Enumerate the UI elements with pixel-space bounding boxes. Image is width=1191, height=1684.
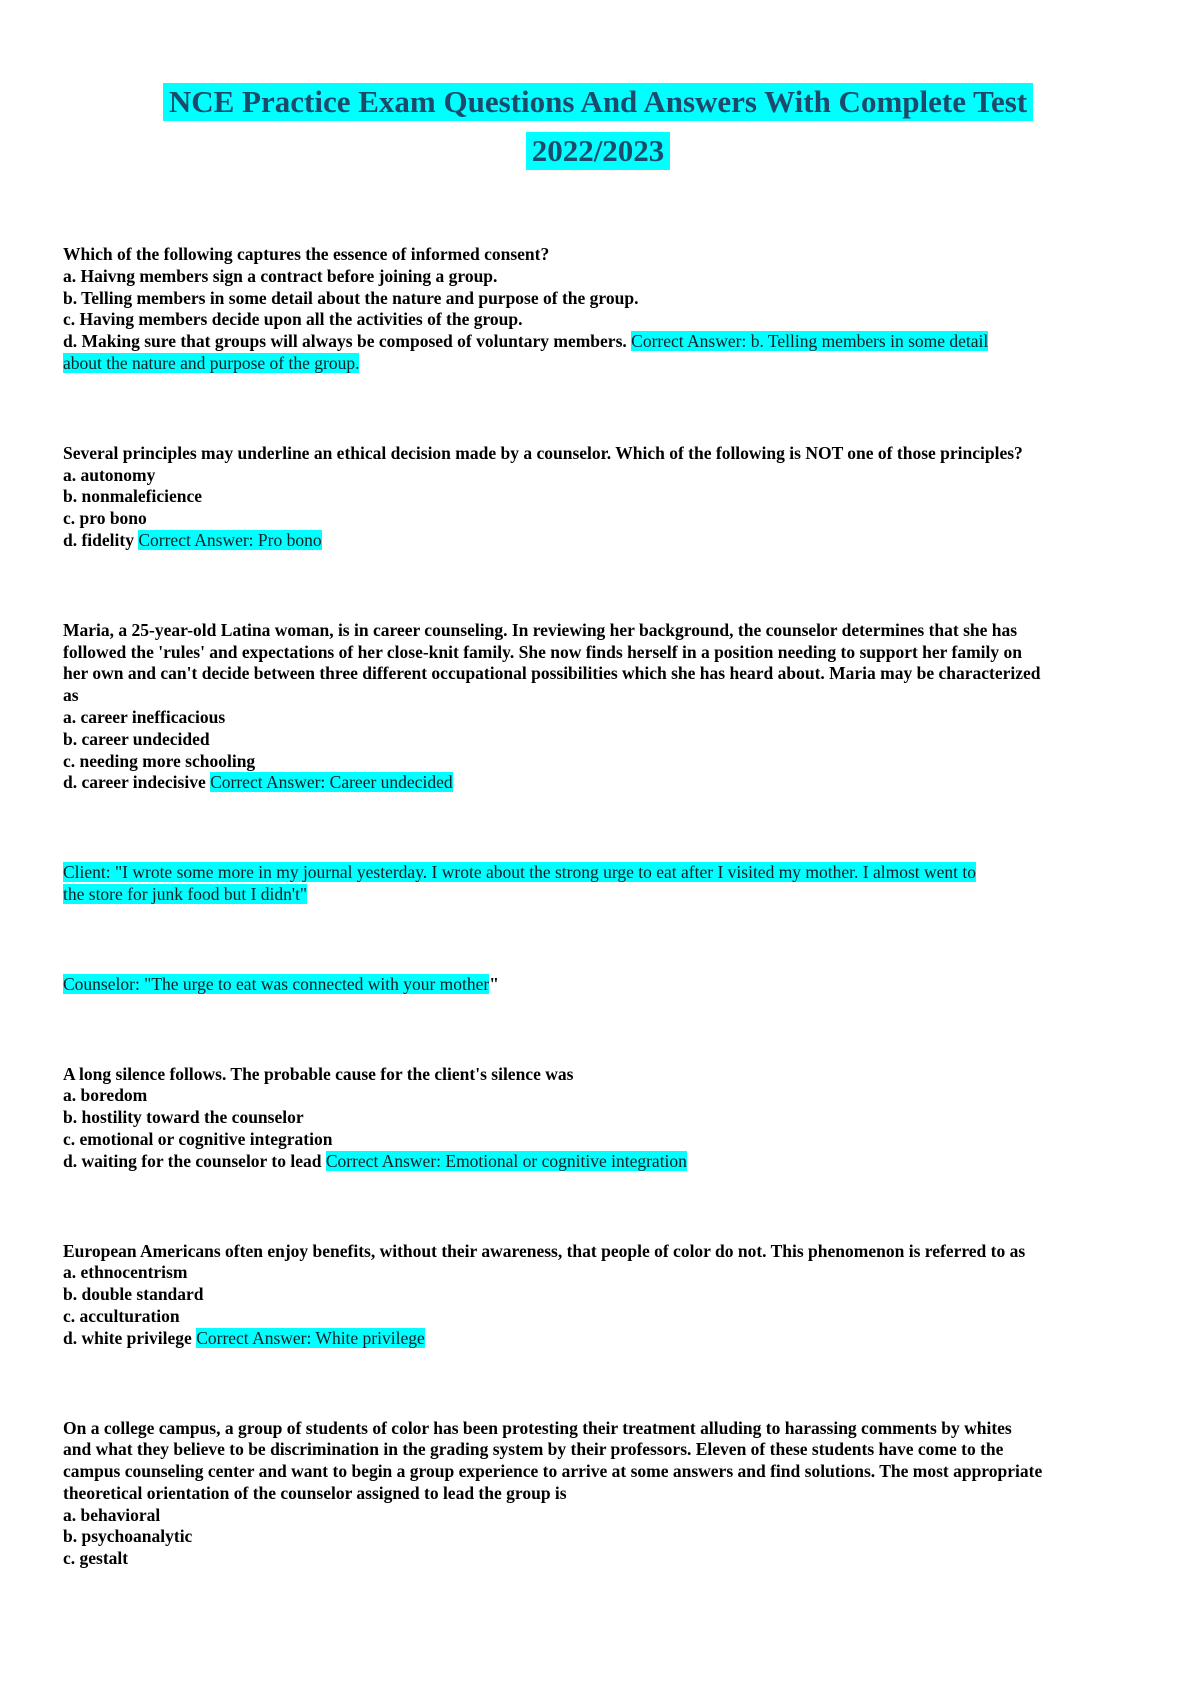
question-line: Client: "I wrote some more in my journal… (63, 862, 1133, 884)
questions: Which of the following captures the esse… (63, 244, 1133, 1570)
question-line: c. needing more schooling (63, 751, 1133, 773)
question-line: c. gestalt (63, 1548, 1133, 1570)
question-text: c. needing more schooling (63, 750, 256, 771)
question-text: European Americans often enjoy benefits,… (63, 1240, 1026, 1261)
question-line: Counselor: "The urge to eat was connecte… (63, 973, 1133, 996)
question-line: her own and can't decide between three d… (63, 663, 1133, 685)
question-line: a. autonomy (63, 465, 1133, 487)
question-line: c. emotional or cognitive integration (63, 1129, 1133, 1151)
document-title-text-1: NCE Practice Exam Questions And Answers … (162, 83, 1034, 121)
question-line: d. white privilege Correct Answer: White… (63, 1327, 1133, 1350)
question-line: a. behavioral (63, 1505, 1133, 1527)
question-text: a. behavioral (63, 1504, 161, 1525)
question-line: b. Telling members in some detail about … (63, 288, 1133, 310)
correct-answer-highlight: about the nature and purpose of the grou… (63, 352, 360, 373)
question-text: a. ethnocentrism (63, 1262, 188, 1283)
question-line: On a college campus, a group of students… (63, 1418, 1133, 1440)
question-line: d. fidelity Correct Answer: Pro bono (63, 529, 1133, 552)
correct-answer-highlight: Client: "I wrote some more in my journal… (63, 862, 977, 883)
question-text: b. psychoanalytic (63, 1526, 193, 1547)
question-text: c. emotional or cognitive integration (63, 1128, 333, 1149)
question-block-5: Counselor: "The urge to eat was connecte… (63, 973, 1133, 996)
question-text: Which of the following captures the esse… (63, 244, 550, 264)
question-text: c. acculturation (63, 1305, 180, 1326)
question-text: b. career undecided (63, 728, 210, 749)
question-text: a. career inefficacious (63, 706, 226, 727)
correct-answer-highlight: Correct Answer: b. Telling members in so… (631, 331, 989, 352)
question-text: d. Making sure that groups will always b… (63, 331, 632, 352)
question-text: A long silence follows. The probable cau… (63, 1063, 574, 1084)
question-text: followed the 'rules' and expectations of… (63, 641, 1022, 662)
question-text: a. boredom (63, 1085, 148, 1106)
document-title-line-2: 2022/2023 (63, 129, 1133, 178)
question-block-8: On a college campus, a group of students… (63, 1418, 1133, 1571)
question-line: the store for junk food but I didn't" (63, 883, 1133, 906)
question-text: as (63, 685, 79, 706)
question-line: b. double standard (63, 1284, 1133, 1306)
question-text: and what they believe to be discriminati… (63, 1439, 1004, 1460)
question-line: as (63, 685, 1133, 707)
question-line: b. hostility toward the counselor (63, 1107, 1133, 1129)
question-line: d. waiting for the counselor to lead Cor… (63, 1150, 1133, 1173)
question-line: d. Making sure that groups will always b… (63, 331, 1133, 353)
correct-answer-highlight: Correct Answer: Pro bono (138, 529, 322, 550)
document-title-line-1: NCE Practice Exam Questions And Answers … (63, 80, 1133, 129)
question-line: b. nonmaleficience (63, 486, 1133, 508)
question-text: c. Having members decide upon all the ac… (63, 309, 523, 330)
question-text: b. nonmaleficience (63, 486, 203, 507)
question-block-7: European Americans often enjoy benefits,… (63, 1241, 1133, 1350)
correct-answer-highlight: Correct Answer: Career undecided (210, 772, 453, 793)
correct-answer-highlight: Counselor: "The urge to eat was connecte… (63, 973, 490, 994)
question-line: and what they believe to be discriminati… (63, 1439, 1133, 1461)
document-title-text-2: 2022/2023 (525, 132, 671, 170)
question-block-4: Client: "I wrote some more in my journal… (63, 862, 1133, 906)
question-line: a. career inefficacious (63, 707, 1133, 729)
question-text: On a college campus, a group of students… (63, 1417, 1012, 1438)
question-text: Several principles may underline an ethi… (63, 442, 1023, 463)
question-line: c. acculturation (63, 1306, 1133, 1328)
question-text: b. hostility toward the counselor (63, 1107, 304, 1128)
question-line: campus counseling center and want to beg… (63, 1461, 1133, 1483)
question-line: about the nature and purpose of the grou… (63, 352, 1133, 375)
question-line: Which of the following captures the esse… (63, 244, 1133, 266)
question-text: a. autonomy (63, 464, 156, 485)
document-title: NCE Practice Exam Questions And Answers … (63, 80, 1133, 178)
question-line: A long silence follows. The probable cau… (63, 1064, 1133, 1086)
document-content: NCE Practice Exam Questions And Answers … (63, 80, 1133, 1570)
question-text: d. fidelity (63, 529, 139, 550)
question-text: campus counseling center and want to beg… (63, 1461, 1043, 1482)
question-text: b. double standard (63, 1284, 204, 1305)
question-line: c. Having members decide upon all the ac… (63, 309, 1133, 331)
question-text: her own and can't decide between three d… (63, 663, 1041, 684)
correct-answer-highlight: Correct Answer: White privilege (196, 1327, 425, 1348)
question-text: d. white privilege (63, 1327, 197, 1348)
question-text: Maria, a 25-year-old Latina woman, is in… (63, 619, 1018, 640)
question-line: a. Haivng members sign a contract before… (63, 266, 1133, 288)
question-line: c. pro bono (63, 508, 1133, 530)
question-line: b. psychoanalytic (63, 1526, 1133, 1548)
question-block-3: Maria, a 25-year-old Latina woman, is in… (63, 620, 1133, 794)
question-text: theoretical orientation of the counselor… (63, 1482, 567, 1503)
correct-answer-highlight: Correct Answer: Emotional or cognitive i… (325, 1150, 687, 1171)
question-block-2: Several principles may underline an ethi… (63, 443, 1133, 552)
question-block-1: Which of the following captures the esse… (63, 244, 1133, 375)
question-text: a. Haivng members sign a contract before… (63, 265, 498, 286)
question-line: a. ethnocentrism (63, 1262, 1133, 1284)
question-line: d. career indecisive Correct Answer: Car… (63, 772, 1133, 794)
question-text: d. waiting for the counselor to lead (63, 1150, 326, 1171)
question-line: European Americans often enjoy benefits,… (63, 1241, 1133, 1263)
question-text: " (489, 973, 499, 994)
question-text: c. pro bono (63, 508, 147, 529)
question-line: theoretical orientation of the counselor… (63, 1483, 1133, 1505)
question-line: b. career undecided (63, 729, 1133, 751)
question-text: d. career indecisive (63, 772, 211, 793)
correct-answer-highlight: the store for junk food but I didn't" (63, 883, 308, 904)
question-line: Several principles may underline an ethi… (63, 443, 1133, 465)
question-block-6: A long silence follows. The probable cau… (63, 1064, 1133, 1173)
question-text: b. Telling members in some detail about … (63, 287, 639, 308)
question-line: Maria, a 25-year-old Latina woman, is in… (63, 620, 1133, 642)
question-text: c. gestalt (63, 1548, 129, 1569)
question-line: a. boredom (63, 1085, 1133, 1107)
question-line: followed the 'rules' and expectations of… (63, 642, 1133, 664)
